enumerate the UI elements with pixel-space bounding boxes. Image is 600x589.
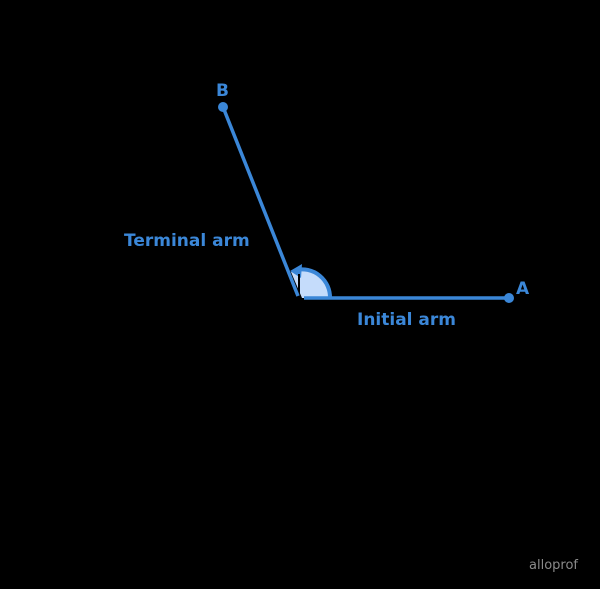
watermark: alloprof [529, 558, 578, 573]
point-b-label: B [216, 81, 229, 101]
terminal-arm-line [221, 106, 300, 297]
terminal-arm-label: Terminal arm [124, 231, 250, 251]
point-b [218, 102, 228, 112]
initial-arm-label: Initial arm [357, 310, 456, 330]
point-a-label: A [516, 279, 530, 299]
point-a [504, 293, 514, 303]
